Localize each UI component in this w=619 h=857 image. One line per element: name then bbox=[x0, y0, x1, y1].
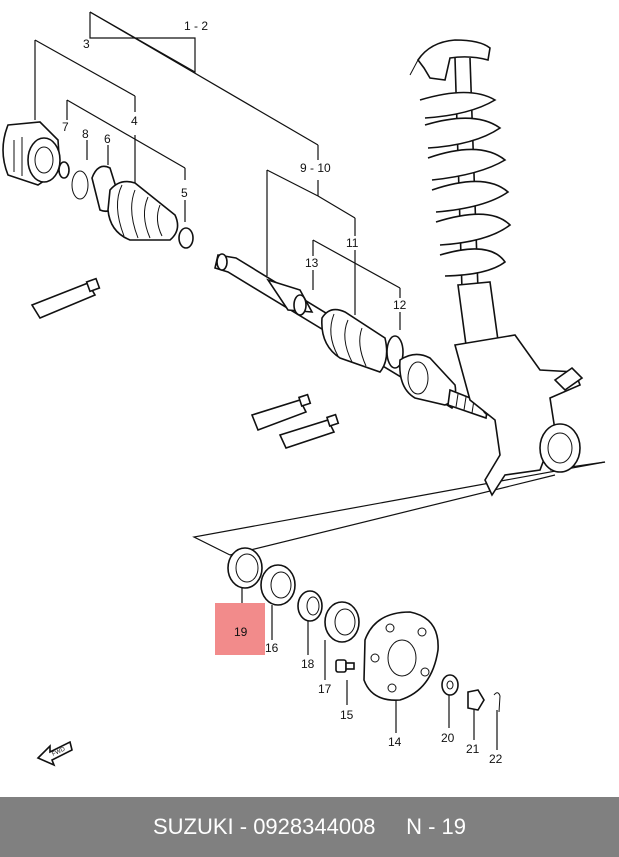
inner-cv-joint bbox=[398, 353, 457, 406]
snap-ring-7 bbox=[58, 161, 70, 179]
steering-knuckle bbox=[453, 334, 584, 497]
callout-13: 13 bbox=[305, 256, 319, 270]
spacer-18 bbox=[297, 590, 323, 622]
callout-8: 8 bbox=[82, 127, 89, 141]
callout-5: 5 bbox=[181, 186, 188, 200]
washer-20 bbox=[441, 674, 459, 696]
footer-text: SUZUKI - 0928344008 N - 19 bbox=[152, 814, 467, 839]
callout-21: 21 bbox=[466, 742, 480, 756]
callout-16: 16 bbox=[265, 641, 279, 655]
callout-4: 4 bbox=[131, 114, 138, 128]
callout-15: 15 bbox=[340, 708, 354, 722]
callout-14: 14 bbox=[388, 735, 402, 749]
callout-11: 11 bbox=[346, 236, 359, 250]
forward-arrow-icon: FWD bbox=[36, 740, 73, 767]
callout-3: 3 bbox=[83, 37, 90, 51]
forward-arrow-label: FWD bbox=[51, 746, 67, 757]
inner-boot-11 bbox=[321, 308, 388, 373]
oil-seal-19[interactable] bbox=[227, 547, 263, 589]
callout-7: 7 bbox=[62, 120, 69, 134]
callout-20: 20 bbox=[441, 731, 455, 745]
circlip-8 bbox=[71, 170, 89, 200]
grease-tube-upper bbox=[30, 277, 101, 320]
callout-lines bbox=[34, 11, 606, 750]
castle-nut-21 bbox=[467, 689, 485, 711]
strut-spring bbox=[409, 39, 512, 379]
bearing-17 bbox=[324, 601, 360, 643]
callout-18: 18 bbox=[301, 657, 315, 671]
grease-tube-mid-2 bbox=[278, 413, 340, 449]
callout-17: 17 bbox=[318, 682, 332, 696]
callout-9-10: 9 - 10 bbox=[300, 161, 331, 175]
wheel-stud-15 bbox=[335, 659, 355, 673]
part-number-footer: SUZUKI - 0928344008 N - 19 bbox=[0, 797, 619, 857]
outer-cv-joint bbox=[2, 121, 61, 186]
callout-1-2: 1 - 2 bbox=[184, 19, 208, 33]
callout-22: 22 bbox=[489, 752, 503, 766]
grease-tube-mid-1 bbox=[250, 393, 312, 432]
boot-4 bbox=[107, 180, 179, 241]
parts-diagram: 1 - 2 3 4 7 8 6 5 9 - 10 11 13 12 19 16 … bbox=[2, 11, 606, 767]
callout-12: 12 bbox=[393, 298, 407, 312]
callout-19: 19 bbox=[234, 625, 248, 639]
cotter-pin-22 bbox=[493, 692, 501, 713]
callout-labels: 1 - 2 3 4 7 8 6 5 9 - 10 11 13 12 19 16 … bbox=[62, 19, 503, 766]
boot-clamp-5 bbox=[178, 227, 194, 249]
boot-clamp-12 bbox=[386, 335, 404, 369]
part-19-highlight[interactable] bbox=[215, 603, 265, 655]
callout-6: 6 bbox=[104, 132, 111, 146]
bearing-16 bbox=[260, 564, 296, 606]
wheel-hub-14 bbox=[363, 611, 439, 701]
